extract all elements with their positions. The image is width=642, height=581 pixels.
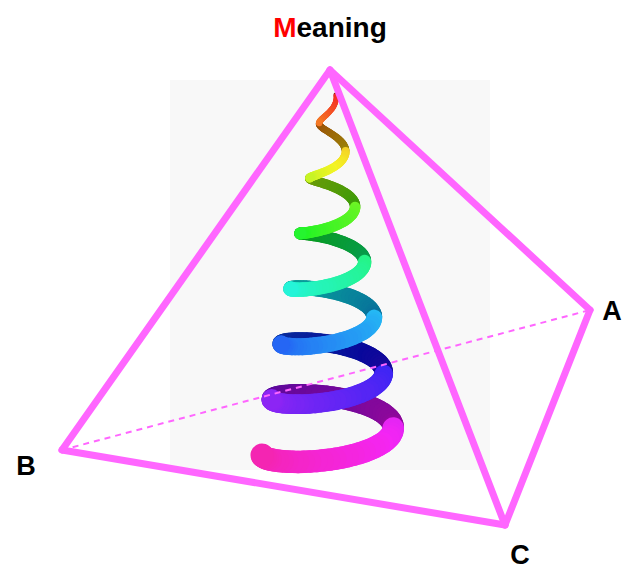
spiral-stroke — [294, 227, 306, 239]
spiral-stroke — [295, 227, 307, 239]
spiral-stroke — [317, 117, 324, 124]
spiral-stroke — [273, 336, 291, 354]
pyramid-edges — [62, 70, 590, 525]
spiral-stroke — [282, 336, 283, 354]
vertex-label: C — [510, 542, 530, 569]
spiral-stroke — [284, 282, 299, 297]
spiral-stroke — [294, 227, 306, 239]
spiral-stroke — [316, 119, 323, 126]
spiral-stroke — [283, 282, 298, 297]
spiral-stroke — [251, 455, 275, 456]
spiral-stroke — [305, 173, 314, 182]
spiral-stroke — [317, 118, 324, 125]
image-ground — [170, 80, 490, 470]
vertex-label: A — [602, 298, 622, 325]
spiral-stroke — [318, 116, 325, 123]
spiral-stroke — [272, 391, 273, 412]
spiral-stroke — [284, 281, 300, 296]
spiral-stroke — [318, 116, 325, 123]
spiral-stroke — [306, 173, 316, 182]
rainbow-spiral — [262, 95, 393, 462]
spiral-stroke — [316, 118, 323, 125]
apex-label: Meaning — [273, 14, 387, 42]
spiral-stroke — [272, 335, 290, 353]
spiral-stroke — [283, 281, 298, 296]
vertex-label: B — [16, 453, 36, 480]
spiral-stroke — [294, 228, 306, 240]
spiral-stroke — [283, 281, 298, 296]
spiral-stroke — [316, 119, 322, 126]
spiral-stroke — [282, 334, 283, 352]
spiral-stroke — [263, 445, 264, 469]
spiral-stroke — [305, 173, 314, 182]
spiral-stroke — [272, 388, 273, 409]
spiral-stroke — [272, 335, 290, 353]
spiral-stroke — [306, 172, 316, 181]
spiral-stroke — [307, 172, 317, 181]
hidden-edge — [62, 310, 590, 450]
spiral-stroke — [294, 228, 307, 240]
spiral-stroke — [295, 228, 308, 240]
